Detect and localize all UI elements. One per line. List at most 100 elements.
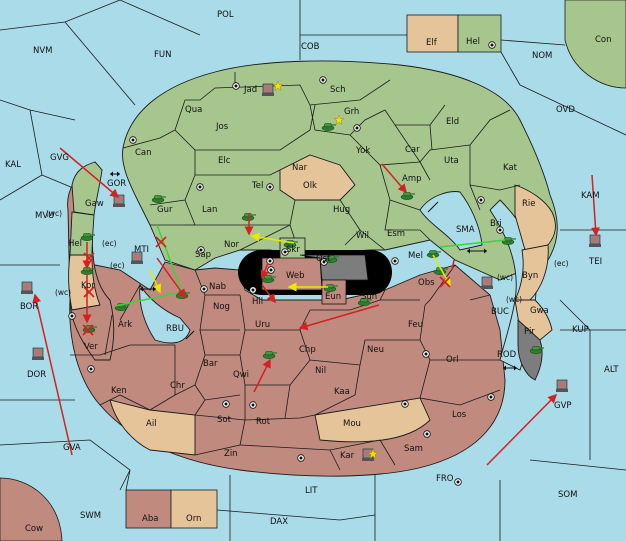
- supply-center-icon: [266, 183, 274, 191]
- land-label-rie: Rie: [522, 199, 536, 209]
- land-label-grh: Grh: [344, 107, 359, 117]
- land-label-bri: Bri: [490, 219, 502, 229]
- fleet-unit-icon[interactable]: [112, 194, 126, 208]
- sea-label-nom: NOM: [532, 51, 552, 61]
- sea-label-pol: POL: [217, 10, 234, 20]
- supply-center-icon: [487, 393, 495, 401]
- coast-marker-ec3: (ec): [554, 259, 569, 268]
- move-order-line: [451, 259, 455, 271]
- coast-marker-ec2: (ec): [110, 261, 125, 270]
- convoy-order-arrow: [250, 232, 295, 244]
- cancel-mark: [439, 276, 451, 288]
- sea-label-mti: MTI: [134, 245, 149, 255]
- land-label-kar: Kar: [340, 451, 355, 461]
- supply-center-icon: [249, 286, 257, 294]
- land-label-nar: Nar: [292, 163, 308, 173]
- land-label-con: Con: [595, 35, 612, 45]
- land-label-zin: Zin: [224, 449, 238, 459]
- supply-center-icon: [353, 124, 361, 132]
- sea-label-gor: GOR: [107, 179, 126, 189]
- province-borders-north: [122, 72, 521, 256]
- sea-label-lit: LIT: [305, 486, 318, 496]
- sea-link-arrow: [427, 201, 439, 213]
- sea-label-rbu: RBU: [166, 324, 184, 334]
- land-label-elc: Elc: [218, 156, 231, 166]
- fleet-unit-icon[interactable]: [588, 234, 602, 248]
- fleet-unit-icon[interactable]: [261, 83, 275, 97]
- territory-ail[interactable]: [109, 399, 196, 456]
- land-label-sot: Sot: [217, 415, 232, 425]
- arrowhead-icon: [503, 365, 506, 371]
- territory-mou[interactable]: [314, 397, 431, 443]
- move-order-arrow: [486, 393, 558, 466]
- territory-eun[interactable]: [321, 279, 347, 305]
- supply-center-icon: [297, 454, 305, 462]
- sea-sma[interactable]: [419, 191, 483, 251]
- territory-orn[interactable]: [170, 489, 218, 529]
- land-label-hug: Hug: [333, 205, 350, 215]
- move-order-arrow: [261, 284, 276, 304]
- sea-label-ovd: OVD: [556, 105, 575, 115]
- arrowhead-icon: [110, 171, 113, 177]
- sea-label-rod: ROD: [497, 350, 517, 360]
- land-label-kor: Kor: [81, 281, 95, 291]
- sea-label-dor: DOR: [27, 370, 46, 380]
- land-label-gaw: Gaw: [85, 199, 104, 209]
- sea-link-arrow: [185, 330, 195, 340]
- land-label-ail: Ail: [146, 419, 157, 429]
- territory-elf[interactable]: [406, 14, 459, 53]
- move-order-arrow: [381, 163, 407, 194]
- land-label-sch: Sch: [330, 85, 345, 95]
- arrowhead-icon: [117, 171, 120, 177]
- land-label-cow: Cow: [25, 524, 43, 534]
- sea-label-fun: FUN: [154, 50, 171, 60]
- land-label-uru: Uru: [255, 320, 270, 330]
- land-label-eun: Eun: [325, 292, 341, 302]
- arrowhead-icon: [514, 365, 517, 371]
- land-label-orn: Orn: [186, 514, 201, 524]
- fleet-unit-icon[interactable]: [555, 379, 569, 393]
- sea-label-kam: KAM: [581, 191, 600, 201]
- land-label-mou: Mou: [343, 419, 361, 429]
- land-label-nil: Nil: [315, 366, 326, 376]
- land-label-can: Can: [135, 148, 152, 158]
- arrowhead-icon: [484, 248, 487, 254]
- coast-marker-wc1: (wc): [46, 209, 62, 218]
- fleet-unit-icon[interactable]: [31, 347, 45, 361]
- supply-center-icon: [232, 82, 240, 90]
- land-label-orl: Orl: [446, 355, 459, 365]
- fleet-unit-icon[interactable]: [20, 281, 34, 295]
- land-label-hil: Hil: [252, 297, 263, 307]
- land-label-hel-island: Hel: [466, 37, 480, 47]
- sea-rbu[interactable]: [139, 283, 191, 344]
- supply-center-icon: [129, 136, 137, 144]
- sea-label-mvu: MVU: [35, 211, 54, 221]
- land-label-olk: Olk: [303, 181, 317, 191]
- arrowhead-icon: [140, 286, 143, 292]
- land-label-ark: Ark: [118, 320, 132, 330]
- coast-marker-ec1: (ec): [102, 239, 117, 248]
- land-label-uta: Uta: [444, 156, 459, 166]
- territory-nar-olk[interactable]: [279, 154, 356, 201]
- territory-gaw[interactable]: [71, 161, 103, 216]
- sea-label-kal: KAL: [5, 160, 21, 170]
- sea-label-tei: TEI: [588, 257, 602, 267]
- supply-center-icon: [319, 76, 327, 84]
- support-order-line: [156, 224, 183, 293]
- land-label-skr: Skr: [286, 245, 300, 255]
- fleet-unit-icon[interactable]: [480, 276, 494, 290]
- orders: [32, 147, 600, 466]
- land-label-elf: Elf: [426, 38, 438, 48]
- land-label-chr: Chr: [170, 381, 185, 391]
- land-label-sap: Sap: [195, 250, 211, 260]
- land-label-yok: Yok: [355, 146, 370, 156]
- land-label-jad: Jad: [243, 85, 257, 95]
- sea-label-fro: FRO: [436, 474, 454, 484]
- sea-label-swm: SWM: [80, 511, 101, 521]
- land-label-rot: Rot: [256, 417, 271, 427]
- supply-center-icon: [200, 285, 208, 293]
- land-label-hel: Hel: [68, 239, 82, 249]
- supply-center-icon: [454, 478, 462, 486]
